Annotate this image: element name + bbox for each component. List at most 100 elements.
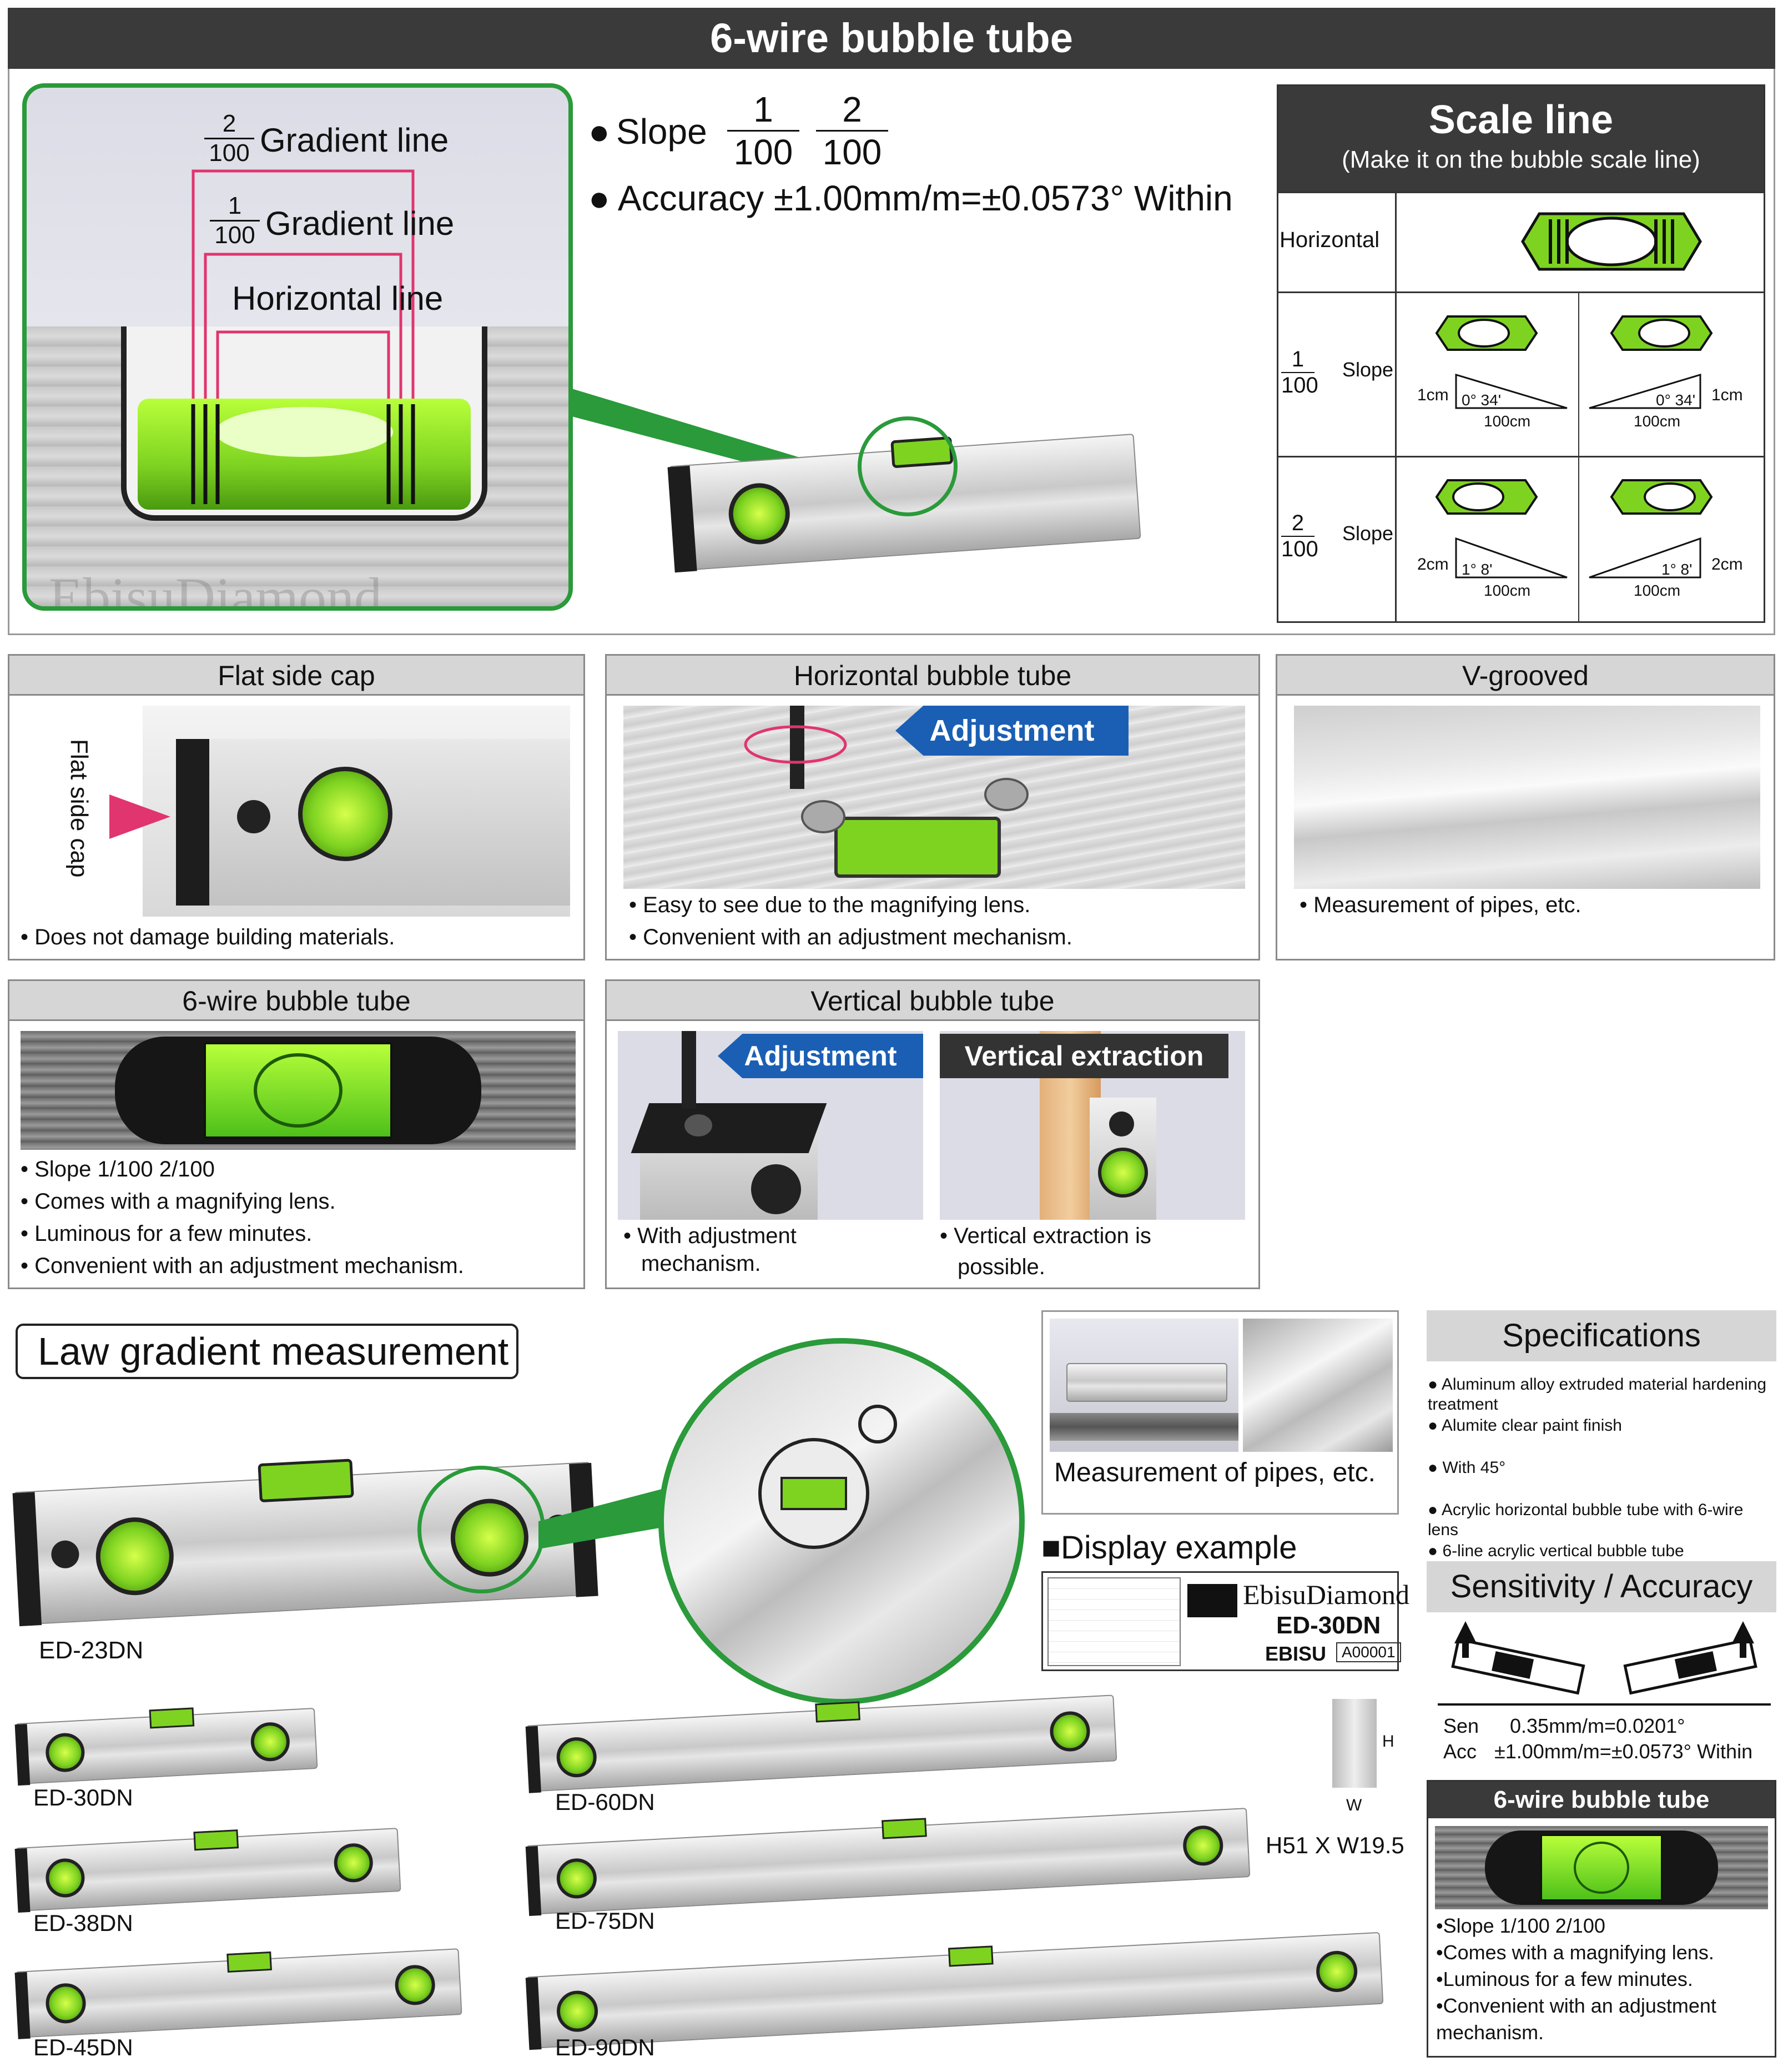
r1-left-vial (1435, 315, 1538, 351)
side6-b2: Comes with a magnifying lens. (1443, 1941, 1714, 1964)
vert-extract-tag: Vertical extraction (940, 1034, 1228, 1078)
r2-left-vial (1435, 479, 1538, 515)
sens-header: Sensitivity / Accuracy (1427, 1561, 1776, 1612)
top-panel (8, 69, 1775, 635)
level-ed-60dn (525, 1694, 1117, 1793)
ed23-zoom (658, 1338, 1025, 1704)
acc-value: ±1.00mm/m=±0.0573° Within (1494, 1740, 1753, 1763)
sixwire-bullet-4: • Convenient with an adjustment mechanis… (21, 1254, 464, 1278)
scale-subtitle: (Make it on the bubble scale line) (1342, 146, 1700, 173)
side6-b4: Convenient with an adjustment mechanism. (1436, 1994, 1716, 2044)
model-ed-75dn: ED-75DN (555, 1908, 655, 1934)
horizontal-line-label: Horizontal line (232, 280, 444, 317)
r1-left-triangle (1455, 373, 1568, 409)
specs-header: Specifications (1427, 1310, 1776, 1361)
r1-base-right: 100cm (1634, 413, 1681, 430)
sens-diagram (1438, 1621, 1771, 1706)
ed23-highlight-circle (417, 1466, 545, 1593)
vgroove-bullet-1: • Measurement of pipes, etc. (1300, 893, 1581, 917)
spec-4: Acrylic horizontal bubble tube with 6-wi… (1428, 1501, 1744, 1539)
r2-height-left: 2cm (1417, 555, 1449, 574)
display-model: ED-30DN (1276, 1612, 1381, 1639)
r2-base-left: 100cm (1484, 582, 1531, 599)
side6-title: 6-wire bubble tube (1428, 1782, 1775, 1818)
r2-slope: Slope (1342, 522, 1394, 545)
level-ed-45dn (14, 1948, 462, 2039)
vgroove-title: V-grooved (1277, 656, 1774, 696)
wire-lines (191, 169, 415, 504)
model-ed-23dn: ED-23DN (39, 1637, 144, 1664)
vert-bullet-2b: possible. (958, 1255, 1045, 1279)
spec-2: Alumite clear paint finish (1441, 1416, 1622, 1435)
gradient1-label: Gradient line (265, 205, 455, 242)
scale-table: Scale line (Make it on the bubble scale … (1277, 84, 1765, 623)
model-ed-60dn: ED-60DN (555, 1789, 655, 1815)
horiz-bullet-2: • Convenient with an adjustment mechanis… (629, 925, 1072, 949)
gradient2-fraction: 2 100 (204, 110, 254, 167)
r1-height-right: 1cm (1711, 386, 1743, 404)
scale-header: Scale line (Make it on the bubble scale … (1278, 86, 1764, 192)
display-label: EbisuDiamond ED-30DN EBISU A00001 (1041, 1571, 1409, 1671)
flat-bullet-1: • Does not damage building materials. (21, 925, 395, 949)
display-code: A00001 (1336, 1642, 1401, 1662)
bubble-closeup (215, 407, 393, 457)
accuracy-text: Accuracy ±1.00mm/m=±0.0573° Within (617, 178, 1233, 218)
vert-bullet-1: • With adjustment (623, 1224, 797, 1248)
side-6wire-box: 6-wire bubble tube •Slope 1/100 2/100 •C… (1427, 1780, 1776, 2058)
r1-base-left: 100cm (1484, 413, 1531, 430)
horizontal-row-label: Horizontal (1280, 228, 1380, 252)
pipe-caption: Measurement of pipes, etc. (1054, 1458, 1376, 1487)
r2-base-right: 100cm (1634, 582, 1681, 599)
side6-b3: Luminous for a few minutes. (1443, 1968, 1693, 1990)
header-bar: 6-wire bubble tube (8, 8, 1775, 69)
level-ed-38dn (14, 1828, 401, 1913)
gradient1-fraction: 1 100 (210, 192, 260, 249)
r1-right-triangle (1589, 373, 1701, 409)
spec-3: With 45° (1442, 1459, 1506, 1477)
flat-title: Flat side cap (9, 656, 583, 696)
model-ed-90dn: ED-90DN (555, 2034, 655, 2060)
feature-horizontal-bubble: Horizontal bubble tube Adjustment • Easy… (605, 654, 1260, 960)
vert-bullet-2: • Vertical extraction is (940, 1224, 1151, 1248)
r1-slope: Slope (1342, 358, 1394, 381)
side6-photo (1435, 1826, 1768, 1909)
sixwire-bullet-3: • Luminous for a few minutes. (21, 1221, 313, 1246)
model-ed-45dn: ED-45DN (33, 2034, 133, 2060)
r2-height-right: 2cm (1711, 555, 1743, 574)
r2-angle-left: 1° 8' (1462, 561, 1493, 578)
r2-left-triangle (1455, 537, 1568, 579)
flat-photo (143, 706, 570, 917)
dim-h: H (1382, 1732, 1394, 1751)
feature-v-grooved: V-grooved • Measurement of pipes, etc. (1276, 654, 1775, 960)
level-ed-30dn (14, 1707, 318, 1786)
vert-bullet-1b: mechanism. (641, 1251, 761, 1276)
slope-2-100: 2 100 (816, 89, 888, 173)
feature-vertical-bubble: Vertical bubble tube Adjustment Vertical… (605, 979, 1260, 1289)
sen-value: 0.35mm/m=0.0201° (1510, 1714, 1685, 1737)
r2-right-vial (1610, 479, 1713, 515)
spec-1: Aluminum alloy extruded material hardeni… (1428, 1375, 1767, 1414)
flat-vertical-label: Flat side cap (66, 739, 93, 878)
scale-title: Scale line (1428, 98, 1614, 142)
slope-1-100: 1 100 (727, 89, 799, 173)
r1-height-left: 1cm (1417, 386, 1449, 404)
model-ed-30dn: ED-30DN (33, 1784, 133, 1811)
page-title: 6-wire bubble tube (710, 15, 1073, 61)
zoom-circle (858, 416, 958, 516)
sixwire-bullet-2: • Comes with a magnifying lens. (21, 1189, 336, 1214)
vial-round (727, 481, 792, 547)
vert-title: Vertical bubble tube (607, 981, 1258, 1021)
display-ebisu: EBISU (1265, 1642, 1327, 1665)
r1-angle-left: 0° 34' (1462, 391, 1502, 409)
pink-arrow (109, 794, 170, 839)
model-ed-38dn: ED-38DN (33, 1910, 133, 1936)
spec-5: 6-line acrylic vertical bubble tube (1442, 1542, 1684, 1560)
slope-label: Slope (616, 112, 707, 152)
r1-angle-right: 0° 34' (1656, 391, 1696, 409)
dim-size: H51 X W19.5 (1266, 1832, 1404, 1858)
level-ed-75dn (525, 1808, 1251, 1916)
bubble-zoom-inset: 2 100 Gradient line 1 100 Gradient line … (22, 83, 573, 611)
law-gradient-title: Law gradient measurement (16, 1324, 518, 1379)
horiz-adjust-tag: Adjustment (895, 706, 1129, 756)
feature-flat-side-cap: Flat side cap Flat side cap • Does not d… (8, 654, 585, 960)
